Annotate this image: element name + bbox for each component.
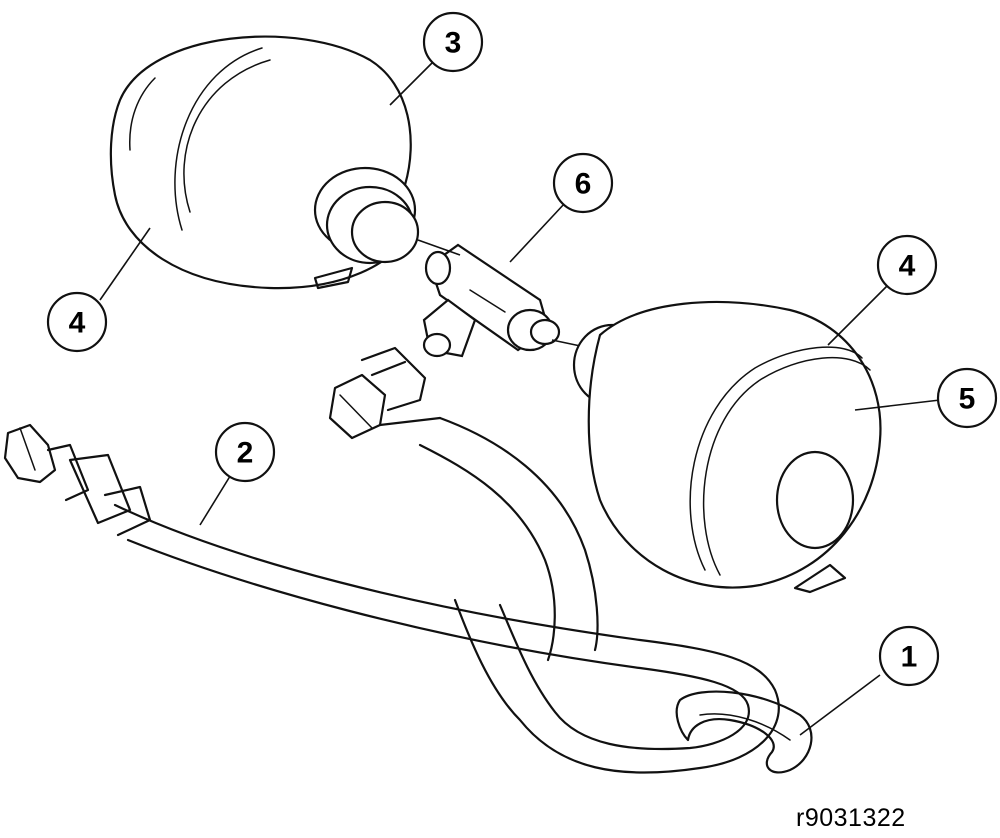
callout-6: 6	[552, 152, 614, 214]
callout-4-right: 4	[876, 234, 938, 296]
svg-text:4: 4	[69, 307, 86, 340]
tee-fitting	[417, 239, 591, 358]
accumulator-left	[109, 35, 420, 290]
callout-5: 5	[936, 367, 998, 429]
svg-text:6: 6	[575, 168, 592, 201]
quick-coupler	[3, 423, 152, 537]
svg-text:2: 2	[237, 437, 254, 470]
svg-text:4: 4	[899, 250, 916, 283]
svg-text:3: 3	[445, 27, 462, 60]
callout-1: 1	[878, 625, 940, 687]
callout-2: 2	[214, 421, 276, 483]
accumulator-right	[572, 300, 882, 594]
callout-4-left: 4	[46, 291, 108, 353]
callout-3: 3	[422, 11, 484, 73]
reference-code: r9031322	[796, 804, 906, 832]
svg-text:1: 1	[901, 641, 918, 674]
hose-bracket	[675, 690, 813, 774]
elbow-fitting	[328, 346, 442, 440]
hose-assembly	[3, 346, 813, 774]
svg-text:5: 5	[959, 383, 976, 416]
